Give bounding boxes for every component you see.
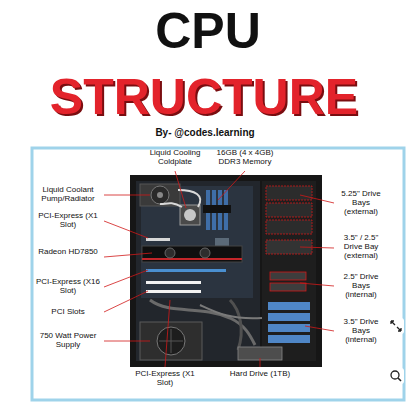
part-label: PCI-Express (X1 Slot) <box>34 212 102 230</box>
leader-lines <box>104 171 334 367</box>
part-label: 3.5" Drive Bays (internal) <box>336 318 386 344</box>
part-label: 2.5" Drive Bays (internal) <box>336 273 386 299</box>
part-label: PCI-Express (X16 Slot) <box>34 278 102 296</box>
viewer-icons <box>388 318 404 384</box>
byline: By- @codes.learning <box>0 127 412 138</box>
part-label: Hard Drive (1TB) <box>228 370 292 379</box>
title: CPU <box>0 6 416 56</box>
part-label: 16GB (4 x 4GB) DDR3 Memory <box>212 149 278 167</box>
part-label: PCI-Express (X1 Slot) <box>128 370 202 388</box>
title-line: STRUCTURE <box>0 72 412 122</box>
part-label: Radeon HD7850 <box>34 248 102 257</box>
part-label: 750 Watt Power Supply <box>34 332 102 350</box>
part-label: PCI Slots <box>34 308 102 317</box>
part-label: Liquid Cooling Coldplate <box>143 149 207 167</box>
part-label: Liquid Coolant Pump/Radiator <box>34 186 102 204</box>
part-label: 5.25" Drive Bays (external) <box>336 190 386 216</box>
case-photo <box>130 175 322 367</box>
part-label: 3.5" / 2.5" Drive Bay (external) <box>336 234 386 260</box>
frame <box>32 148 404 400</box>
